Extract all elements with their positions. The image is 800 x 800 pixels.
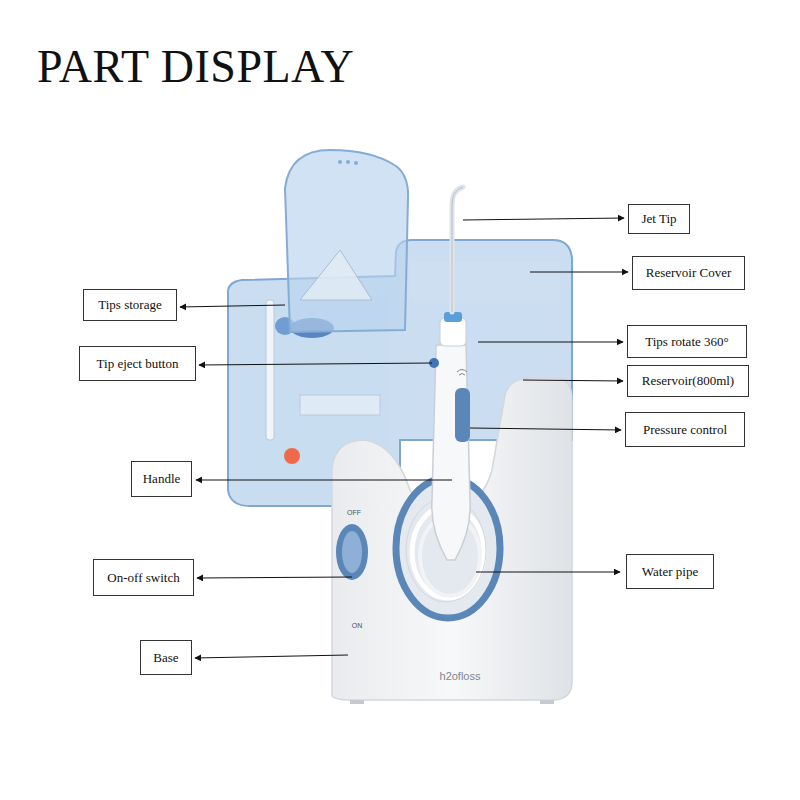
label-box: Pressure control xyxy=(625,412,745,447)
brand-logo: h2ofloss xyxy=(440,670,481,682)
part-name: Water pipe xyxy=(642,564,698,580)
part-name: Base xyxy=(153,650,178,666)
part-name: Pressure control xyxy=(643,422,727,438)
label-box: Base xyxy=(140,640,192,675)
part-name: Handle xyxy=(143,471,181,487)
part-name: Tips storage xyxy=(98,297,161,313)
part-name: Reservoir(800ml) xyxy=(642,373,734,389)
label-box: Tips rotate 360° xyxy=(627,325,747,358)
label-box: Tip eject button xyxy=(79,346,196,381)
label-box: Tips storage xyxy=(83,289,177,321)
label-box: Reservoir(800ml) xyxy=(627,365,749,397)
part-name: Reservoir Cover xyxy=(646,265,732,281)
label-box: Water pipe xyxy=(626,554,714,589)
label-box: Handle xyxy=(131,461,192,497)
part-name: Jet Tip xyxy=(641,211,676,227)
switch-marking: ON xyxy=(352,622,363,629)
part-name: On-off switch xyxy=(107,570,179,586)
diagram-title: PART DISPLAY xyxy=(37,40,354,93)
label-box: On-off switch xyxy=(93,559,194,596)
switch-marking: OFF xyxy=(347,509,361,516)
part-name: Tips rotate 360° xyxy=(645,334,728,350)
label-box: Jet Tip xyxy=(628,204,690,234)
part-name: Tip eject button xyxy=(97,356,179,372)
label-box: Reservoir Cover xyxy=(632,256,745,290)
